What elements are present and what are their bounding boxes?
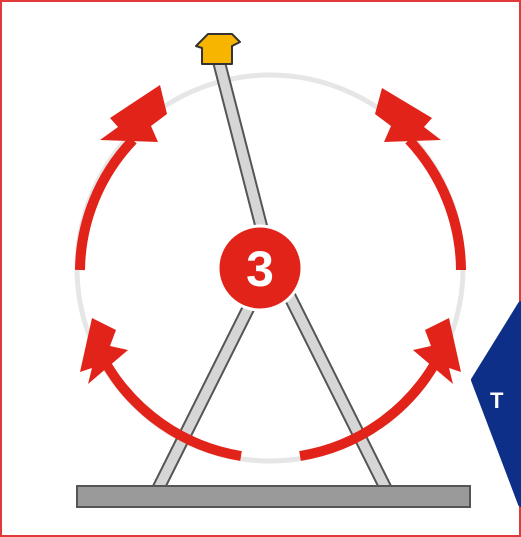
- arrowhead-lower-right: [413, 318, 461, 384]
- step-number: 3: [246, 241, 274, 297]
- rotation-arrows-icon: [75, 85, 466, 461]
- rotation-arc-upper-left: [75, 136, 137, 271]
- arrowhead-lower-left: [80, 318, 128, 384]
- rotation-arc-lower-left: [99, 357, 242, 461]
- sign-diamond: [471, 301, 521, 507]
- gondola-icon: [195, 33, 241, 65]
- ground-base: [76, 485, 471, 508]
- arrowhead-upper-right: [375, 88, 441, 142]
- rotation-arc-upper-right: [405, 136, 466, 271]
- step-badge-circle: [216, 224, 304, 312]
- blue-diamond-sign-icon: T: [471, 301, 521, 507]
- support-legs: [150, 286, 394, 489]
- sign-text: T: [490, 388, 504, 413]
- rotation-arc-lower-right: [299, 357, 442, 461]
- arrowhead-upper-left: [100, 85, 167, 142]
- step-badge: 3: [216, 224, 304, 312]
